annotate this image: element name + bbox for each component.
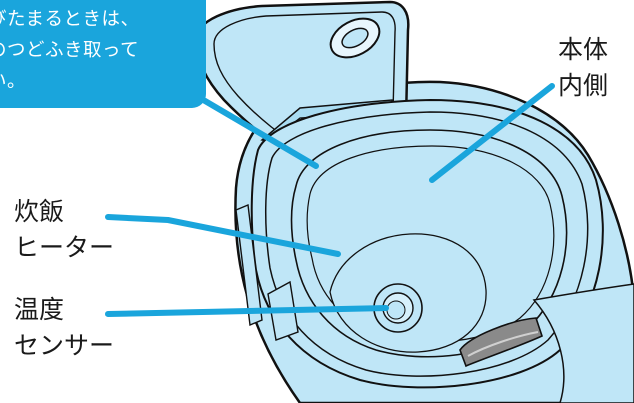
callout-box: びたまるときは、のつどふき取ってい。 [0,0,206,108]
label-body-inside-line-1: 本体 [558,32,608,68]
callout-line-2: のつどふき取って [0,35,139,66]
label-heater: 炊飯 ヒーター [14,194,114,266]
label-heater-line-1: 炊飯 [14,194,114,230]
label-body-inside: 本体 内側 [558,32,608,104]
label-sensor-line-1: 温度 [14,292,114,328]
callout-line-3: い。 [0,66,139,97]
callout-text: びたまるときは、のつどふき取ってい。 [0,4,139,97]
label-heater-line-2: ヒーター [14,230,114,266]
callout-line-1: びたまるときは、 [0,4,139,35]
label-sensor: 温度 センサー [14,292,114,364]
label-body-inside-line-2: 内側 [558,68,608,104]
label-sensor-line-2: センサー [14,328,114,364]
